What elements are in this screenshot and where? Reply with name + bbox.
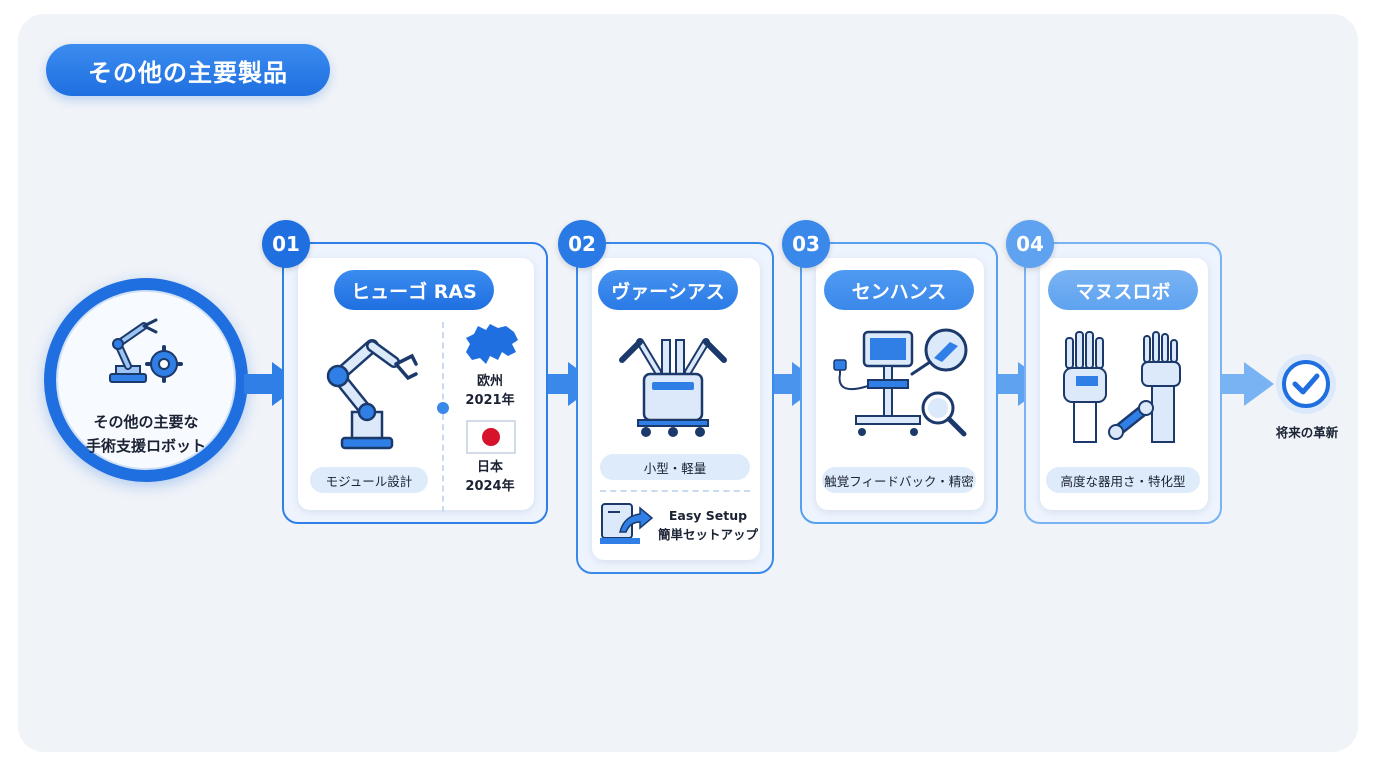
region-europe: 欧州 2021年 bbox=[460, 372, 520, 410]
product-name-04: マヌスロボ bbox=[1048, 270, 1198, 310]
region-japan-year: 2024年 bbox=[465, 479, 515, 494]
product-feature-03: 触覚フィードバック・精密 bbox=[822, 467, 976, 493]
region-europe-place: 欧州 bbox=[476, 374, 503, 389]
card01-divider-dot bbox=[437, 402, 449, 414]
card01-divider bbox=[442, 322, 444, 512]
product-number-04: 04 bbox=[1006, 220, 1054, 268]
product-feature-04: 高度な器用さ・特化型 bbox=[1046, 467, 1200, 493]
start-label-line2: 手術支援ロボット bbox=[85, 437, 206, 455]
japan-flag-icon bbox=[466, 420, 516, 454]
start-label-line1: その他の主要な bbox=[93, 413, 199, 431]
easy-setup-icon bbox=[600, 503, 654, 544]
region-japan: 日本 2024年 bbox=[460, 458, 520, 496]
robotic-hands-icon bbox=[1063, 331, 1181, 443]
robot-arm-icon bbox=[326, 339, 418, 450]
card02-divider bbox=[600, 490, 750, 492]
region-europe-year: 2021年 bbox=[465, 393, 515, 408]
product-number-02: 02 bbox=[558, 220, 606, 268]
robot-arm-gear-icon bbox=[109, 318, 183, 383]
setup-label: Easy Setup 簡単セットアップ bbox=[658, 506, 758, 544]
setup-label-ja: 簡単セットアップ bbox=[658, 527, 759, 542]
console-magnifier-icon bbox=[833, 328, 968, 437]
product-name-03: センハンス bbox=[824, 270, 974, 310]
product-number-01: 01 bbox=[262, 220, 310, 268]
product-name-01: ヒューゴ RAS bbox=[334, 270, 494, 310]
product-feature-02: 小型・軽量 bbox=[600, 454, 750, 480]
product-number-03: 03 bbox=[782, 220, 830, 268]
surgical-cart-robot-icon bbox=[619, 338, 727, 437]
europe-map-icon bbox=[466, 324, 518, 364]
page-title: その他の主要製品 bbox=[46, 44, 330, 96]
product-feature-01: モジュール設計 bbox=[310, 467, 428, 493]
setup-label-en: Easy Setup bbox=[668, 508, 748, 523]
end-label: 将来の革新 bbox=[1275, 425, 1339, 440]
region-japan-place: 日本 bbox=[476, 460, 503, 475]
product-name-02: ヴァーシアス bbox=[598, 270, 738, 310]
start-node: その他の主要な 手術支援ロボット bbox=[44, 278, 248, 482]
start-node-inner: その他の主要な 手術支援ロボット bbox=[56, 290, 236, 470]
check-circle-icon bbox=[1276, 354, 1336, 414]
